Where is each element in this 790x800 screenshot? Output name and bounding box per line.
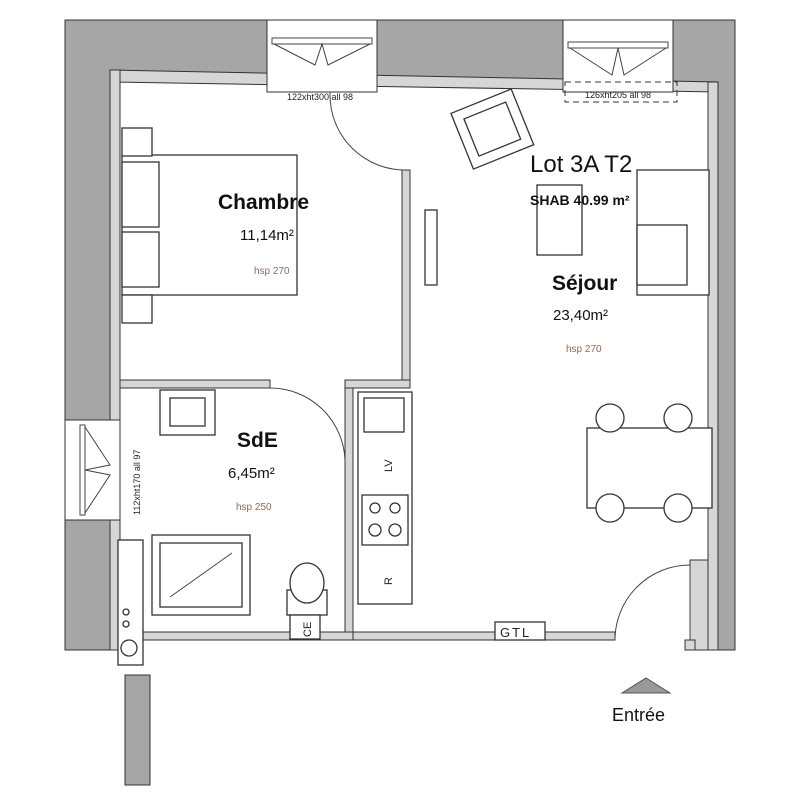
lot-title: Lot 3A T2 <box>530 151 632 178</box>
room-name-sde: SdE <box>237 429 278 452</box>
room-name-chambre: Chambre <box>218 191 309 214</box>
window-dimension-label: 122xht300 all 98 <box>287 92 353 102</box>
window-dimension-label: 126xht205 all 98 <box>585 90 651 100</box>
window-chambre: 122xht300 all 98 <box>266 19 378 102</box>
shab-area: SHAB 40.99 m² <box>530 192 630 208</box>
room-name-sejour: Séjour <box>552 272 617 295</box>
room-hsp-sde: hsp 250 <box>236 502 272 513</box>
room-hsp-sejour: hsp 270 <box>566 344 602 355</box>
dishwasher-label: LV <box>383 459 395 472</box>
bed <box>121 127 298 324</box>
gtl-panel <box>494 621 546 641</box>
room-hsp-chambre: hsp 270 <box>254 266 290 277</box>
room-area-chambre: 11,14m² <box>240 227 294 244</box>
fridge-label: R <box>383 577 395 585</box>
entrance-label: Entrée <box>612 705 665 725</box>
window-sejour: 126xht205 all 98 <box>562 19 678 103</box>
doors <box>269 92 691 641</box>
gtl-label: GTL <box>500 625 531 640</box>
room-area-sde: 6,45m² <box>228 465 275 482</box>
bathroom-fixtures: CE <box>117 389 328 666</box>
room-area-sejour: 23,40m² <box>553 307 608 324</box>
entrance-arrow-icon <box>620 677 672 694</box>
window-sde: 112xht170 all 97 <box>64 419 142 521</box>
kitchen: LV R <box>357 391 413 605</box>
water-heater-label: CE <box>302 622 314 637</box>
window-dimension-label: 112xht170 all 97 <box>132 450 142 515</box>
living-furniture <box>424 88 713 523</box>
